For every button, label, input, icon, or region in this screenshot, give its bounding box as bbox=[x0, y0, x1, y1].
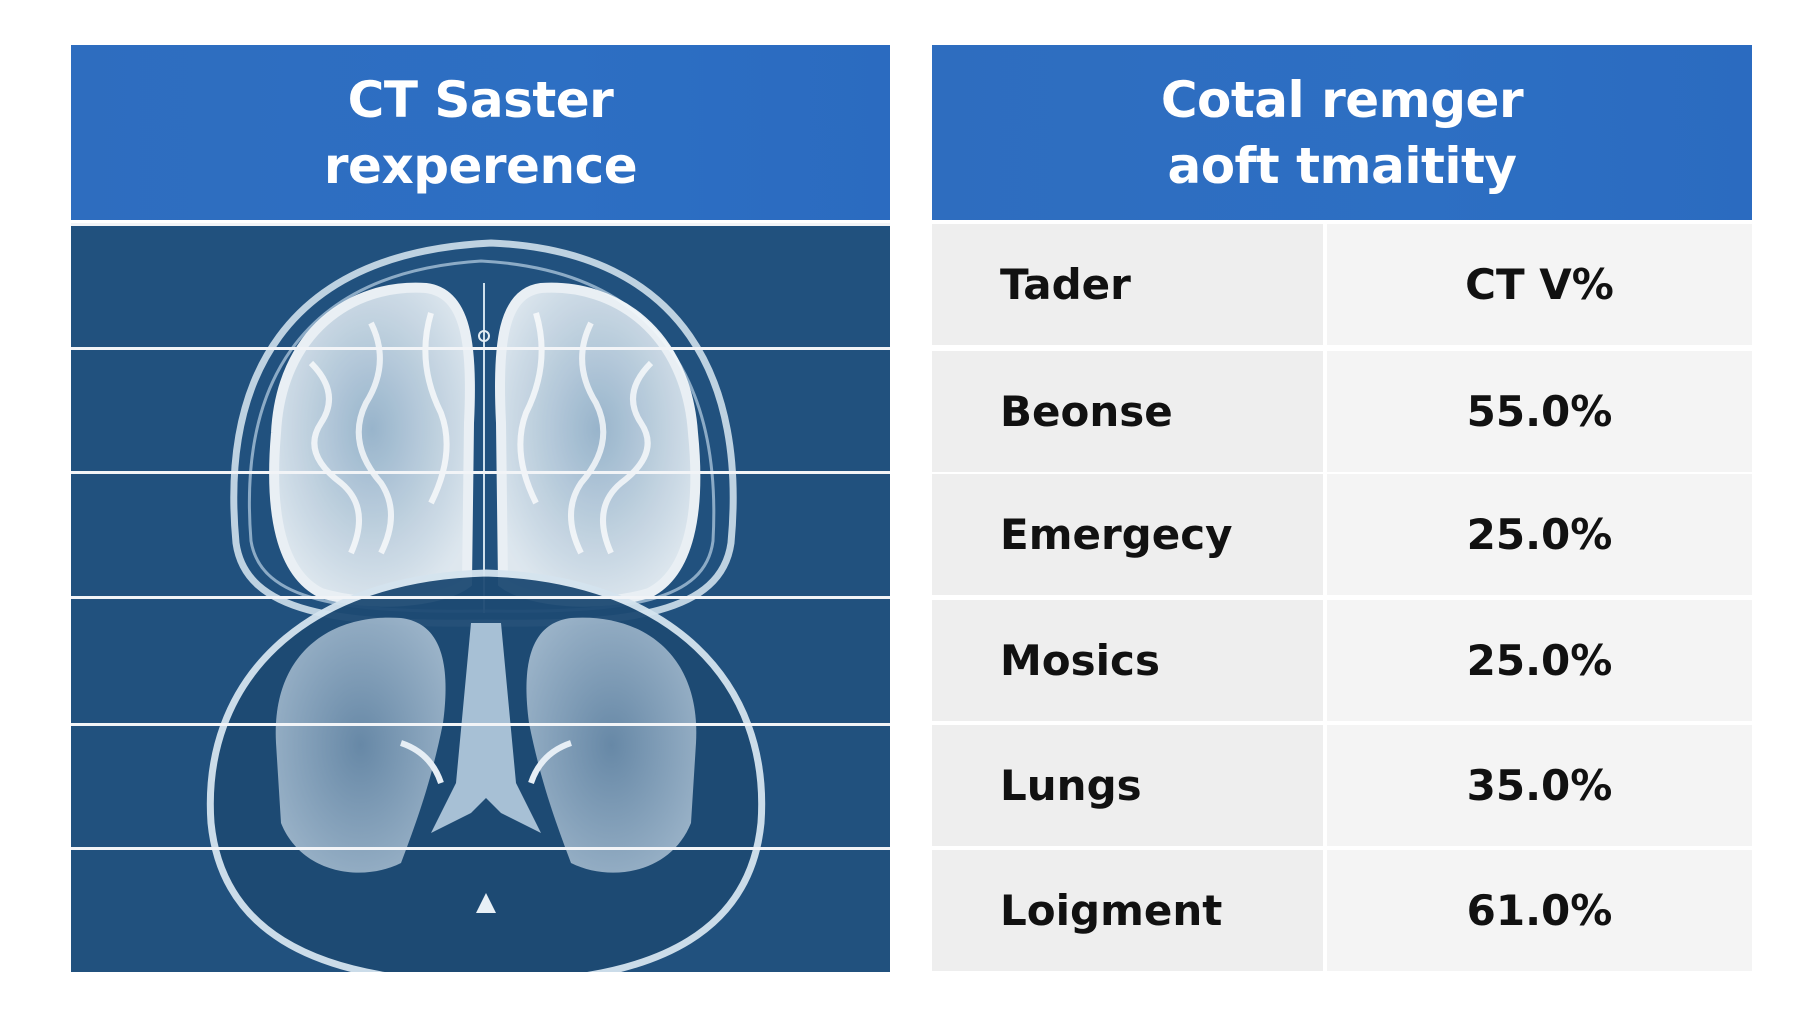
column-header-label: Tader bbox=[932, 224, 1323, 345]
ct-panel-title-line1: CT Saster bbox=[347, 70, 614, 129]
ct-divider-line bbox=[71, 471, 890, 474]
ct-scan-image bbox=[71, 223, 890, 972]
table-row: Beonse 55.0% bbox=[932, 351, 1752, 472]
ct-divider-line bbox=[71, 723, 890, 726]
ct-divider-line bbox=[71, 223, 890, 226]
stats-panel-title-line1: Cotal remger bbox=[1160, 70, 1524, 129]
row-label: Lungs bbox=[932, 725, 1323, 846]
ct-panel-title-line2: rexperence bbox=[323, 136, 638, 195]
table-row: Emergecy 25.0% bbox=[932, 474, 1752, 595]
table-row: Mosics 25.0% bbox=[932, 600, 1752, 721]
ct-scan-illustration bbox=[206, 239, 766, 972]
row-label: Mosics bbox=[932, 600, 1323, 721]
row-label: Beonse bbox=[932, 351, 1323, 472]
table-row: Lungs 35.0% bbox=[932, 725, 1752, 846]
row-label: Loigment bbox=[932, 850, 1323, 971]
stats-panel-header: Cotal remger aoft tmaitity bbox=[932, 45, 1752, 220]
stats-panel-title-line2: aoft tmaitity bbox=[1167, 136, 1517, 195]
row-label: Emergecy bbox=[932, 474, 1323, 595]
ct-image-panel: CT Saster rexperence bbox=[71, 45, 890, 972]
row-value: 25.0% bbox=[1327, 600, 1752, 721]
stats-table-panel: Cotal remger aoft tmaitity Tader CT V% B… bbox=[932, 45, 1752, 972]
row-value: 25.0% bbox=[1327, 474, 1752, 595]
column-header-value: CT V% bbox=[1327, 224, 1752, 345]
ct-divider-line bbox=[71, 347, 890, 350]
ct-divider-line bbox=[71, 596, 890, 599]
ct-panel-header: CT Saster rexperence bbox=[71, 45, 890, 220]
row-value: 55.0% bbox=[1327, 351, 1752, 472]
row-value: 61.0% bbox=[1327, 850, 1752, 971]
ct-divider-line bbox=[71, 847, 890, 850]
row-value: 35.0% bbox=[1327, 725, 1752, 846]
table-header-row: Tader CT V% bbox=[932, 224, 1752, 345]
table-row: Loigment 61.0% bbox=[932, 850, 1752, 971]
